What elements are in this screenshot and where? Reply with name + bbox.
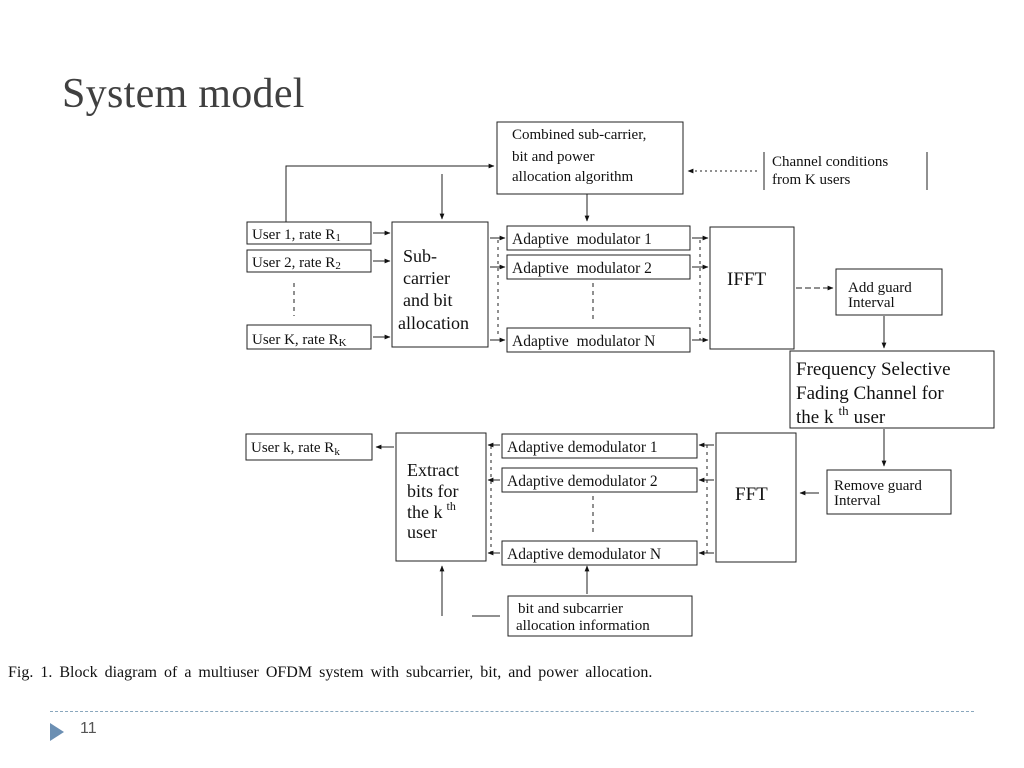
user-k-block: User K, rate RK — [246, 324, 372, 350]
ifft-block: IFFT — [709, 226, 795, 350]
add-guard-line-1: Add guard — [848, 280, 912, 296]
modulator-n-label: Adaptive modulator N — [512, 333, 655, 350]
user-rx-label: User k, rate R — [251, 440, 334, 456]
combined-allocation-block: Combined sub-carrier, bit and power allo… — [496, 121, 684, 195]
fft-label: FFT — [735, 484, 768, 505]
bit-info-line-1: bit and subcarrier — [518, 601, 623, 617]
figure-caption: Fig. 1. Block diagram of a multiuser OFD… — [8, 664, 653, 681]
modulator-2-label: Adaptive modulator 2 — [512, 260, 652, 277]
subcarrier-allocation-block: Sub- carrier and bit allocation — [391, 221, 489, 348]
demodulator-2-label: Adaptive demodulator 2 — [507, 473, 658, 490]
user-2-label: User 2, rate R — [252, 255, 335, 271]
user-rx-sub: k — [334, 446, 340, 458]
adaptive-demodulator-2: Adaptive demodulator 2 — [501, 467, 698, 493]
svg-text:User 2, rate R2: User 2, rate R2 — [252, 255, 341, 272]
slide-title: System model — [62, 71, 305, 117]
user-k-label: User K, rate R — [252, 332, 339, 348]
channel-line-2: Fading Channel for — [796, 383, 944, 404]
combined-line-1: Combined sub-carrier, — [512, 127, 646, 143]
channel-line-4: user — [854, 407, 886, 428]
user-2-block: User 2, rate R2 — [246, 249, 372, 273]
ifft-label: IFFT — [727, 269, 766, 290]
add-guard-block: Add guard Interval — [835, 268, 943, 316]
extract-line-2: bits for — [407, 481, 459, 501]
user-k-rx-block: User k, rate Rk — [245, 433, 373, 461]
remove-guard-line-1: Remove guard — [834, 478, 922, 494]
svg-text:the kth: the k th — [407, 499, 456, 522]
user-1-block: User 1, rate R1 — [246, 221, 372, 245]
subcarrier-line-1: Sub- — [403, 246, 437, 266]
demodulator-1-label: Adaptive demodulator 1 — [507, 439, 658, 456]
extract-superscript: th — [447, 499, 456, 513]
user-1-sub: 1 — [335, 232, 341, 244]
extract-bits-block: Extract bits for the k th user — [395, 432, 487, 562]
add-guard-line-2: Interval — [848, 295, 895, 311]
extract-line-1: Extract — [407, 460, 459, 480]
user-to-algorithm-arrow — [285, 163, 495, 222]
bit-info-line-2: allocation information — [516, 618, 650, 634]
adaptive-modulator-1: Adaptive modulator 1 — [506, 225, 691, 251]
user-1-label: User 1, rate R — [252, 227, 335, 243]
adaptive-demodulator-1: Adaptive demodulator 1 — [501, 433, 698, 459]
channel-superscript: th — [838, 403, 849, 418]
combined-line-3: allocation algorithm — [512, 169, 634, 185]
extract-line-3: the k — [407, 502, 443, 522]
svg-text:User K, rate RK: User K, rate RK — [252, 332, 347, 349]
subcarrier-line-2: carrier — [403, 268, 450, 288]
subcarrier-line-3: and bit — [403, 290, 453, 310]
svg-text:User k, rate Rk: User k, rate Rk — [251, 440, 340, 458]
channel-conditions-label: Channel conditions from K users — [763, 152, 928, 190]
ofdm-block-diagram: Combined sub-carrier, bit and power allo… — [245, 121, 995, 637]
user-k-sub: K — [339, 337, 347, 349]
subcarrier-line-4: allocation — [398, 313, 469, 333]
footer-divider — [50, 711, 974, 712]
demodulator-n-label: Adaptive demodulator N — [507, 546, 661, 563]
modulator-1-label: Adaptive modulator 1 — [512, 231, 652, 248]
fft-block: FFT — [715, 432, 797, 563]
bit-subcarrier-info-block: bit and subcarrier allocation informatio… — [507, 595, 693, 637]
channel-conditions-line-1: Channel conditions — [772, 154, 888, 170]
footer-arrow-icon — [50, 723, 64, 741]
extract-line-4: user — [407, 522, 437, 542]
adaptive-modulator-2: Adaptive modulator 2 — [506, 254, 691, 280]
fading-channel-block: Frequency Selective Fading Channel for t… — [789, 350, 995, 429]
page-number: 11 — [80, 720, 97, 737]
combined-line-2: bit and power — [512, 149, 594, 165]
user-2-sub: 2 — [335, 260, 341, 272]
channel-conditions-line-2: from K users — [772, 172, 850, 188]
remove-guard-line-2: Interval — [834, 493, 881, 509]
channel-line-1: Frequency Selective — [796, 359, 951, 380]
svg-text:User 1, rate R1: User 1, rate R1 — [252, 227, 341, 244]
adaptive-modulator-n: Adaptive modulator N — [506, 327, 691, 353]
channel-line-3: the k — [796, 407, 834, 428]
adaptive-demodulator-n: Adaptive demodulator N — [501, 540, 698, 566]
remove-guard-block: Remove guard Interval — [826, 469, 952, 515]
